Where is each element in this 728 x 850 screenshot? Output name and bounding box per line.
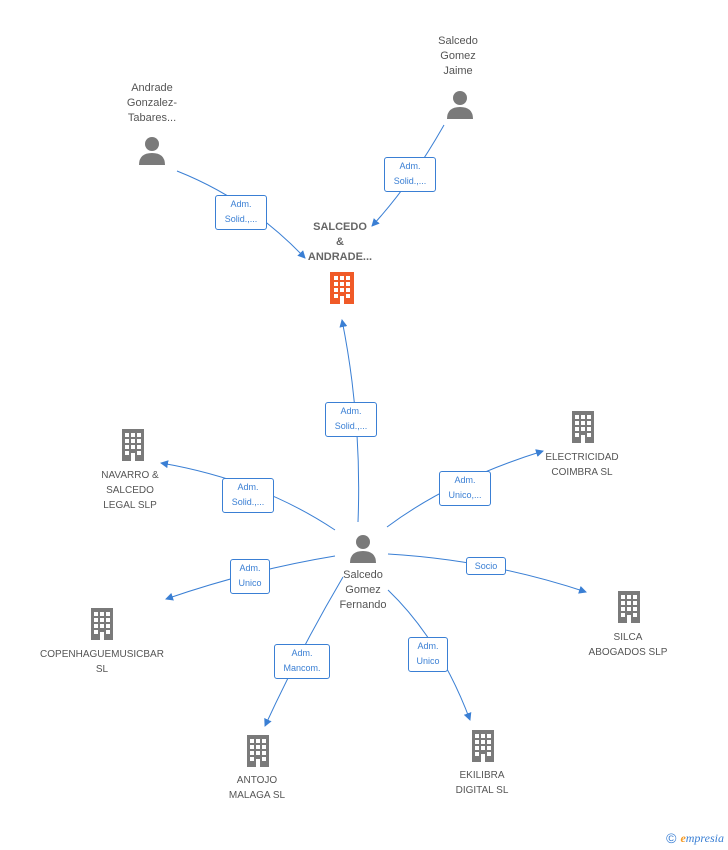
relation-badge-jaime-main[interactable]: Adm. Solid.,... (384, 157, 436, 192)
relation-badge-fernando-antojo[interactable]: Adm. Mancom. (274, 644, 330, 679)
person-label-fernando[interactable]: Salcedo Gomez Fernando (339, 569, 387, 611)
company-label-navarro[interactable]: NAVARRO & SALCEDO LEGAL SLP (101, 470, 159, 511)
copyright-icon: © (666, 830, 677, 846)
empresia-logo: empresia (680, 830, 724, 845)
relation-badge-fernando-ekilibra[interactable]: Adm. Unico (408, 637, 448, 672)
person-label-andrade[interactable]: Andrade Gonzalez- Tabares... (126, 82, 178, 124)
building-icon[interactable] (326, 270, 358, 306)
building-icon[interactable] (614, 590, 644, 624)
company-label-electricidad[interactable]: ELECTRICIDAD COIMBRA SL (545, 452, 619, 478)
building-icon[interactable] (118, 428, 148, 462)
company-label-copenhague[interactable]: COPENHAGUEMUSICBAR SL (40, 649, 164, 675)
main-company-label[interactable]: SALCEDO & ANDRADE... (307, 221, 373, 263)
relation-badge-fernando-copenhague[interactable]: Adm. Unico (230, 559, 270, 594)
person-icon[interactable] (348, 534, 378, 564)
relation-badge-fernando-silca[interactable]: Socio (466, 557, 506, 575)
building-icon[interactable] (243, 734, 273, 768)
relation-badge-fernando-navarro[interactable]: Adm. Solid.,... (222, 478, 274, 513)
building-icon[interactable] (468, 729, 498, 763)
building-icon[interactable] (568, 410, 598, 444)
building-icon[interactable] (87, 607, 117, 641)
person-icon[interactable] (137, 136, 167, 166)
footer-brand: © empresia (666, 830, 724, 846)
company-label-silca[interactable]: SILCA ABOGADOS SLP (588, 632, 668, 658)
person-label-jaime[interactable]: Salcedo Gomez Jaime (438, 35, 478, 77)
relation-badge-andrade-main[interactable]: Adm. Solid.,... (215, 195, 267, 230)
relation-badge-fernando-main[interactable]: Adm. Solid.,... (325, 402, 377, 437)
person-icon[interactable] (445, 90, 475, 120)
relation-badge-fernando-electricidad[interactable]: Adm. Unico,... (439, 471, 491, 506)
company-label-antojo[interactable]: ANTOJO MALAGA SL (228, 775, 286, 801)
company-label-ekilibra[interactable]: EKILIBRA DIGITAL SL (455, 770, 509, 796)
